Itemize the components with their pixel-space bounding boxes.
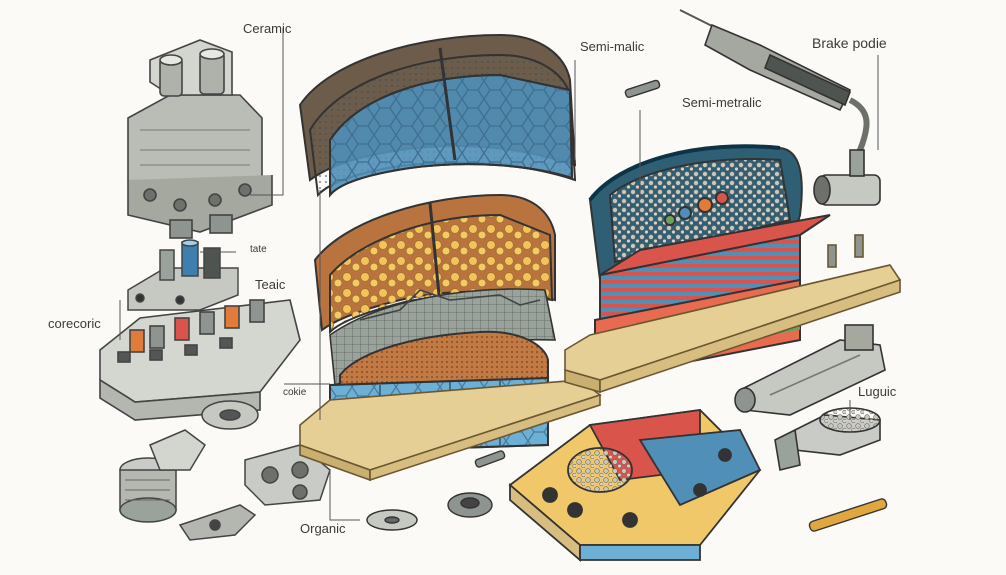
label-semi-malic: Semi-malic [580, 39, 645, 54]
label-organic: Organic [300, 521, 346, 536]
leader-lines [119, 28, 879, 521]
label-brake-podie: Brake podie [812, 35, 887, 51]
loose-parts [366, 79, 888, 532]
piston-block [127, 239, 239, 311]
blue-brake-pad [298, 33, 577, 198]
label-ceramic: Ceramic [243, 21, 292, 36]
rail-block [99, 299, 301, 421]
label-corecoric: corecoric [48, 316, 101, 331]
composite-block [508, 408, 762, 562]
gravel-tray [774, 407, 881, 471]
label-luguic: Luguic [858, 384, 897, 399]
wood-base-right [564, 234, 902, 394]
label-semi-metralic: Semi-metralic [682, 95, 762, 110]
caliper-assembly [127, 39, 273, 239]
orange-brake-pad [313, 193, 556, 335]
piston-right [734, 324, 886, 416]
label-tate: tate [250, 244, 267, 255]
brake-hose [679, 9, 881, 206]
label-cokie: cokie [283, 387, 307, 398]
bottom-left-parts [119, 400, 331, 541]
wood-base-left [299, 379, 602, 482]
label-teaic: Teaic [255, 277, 286, 292]
